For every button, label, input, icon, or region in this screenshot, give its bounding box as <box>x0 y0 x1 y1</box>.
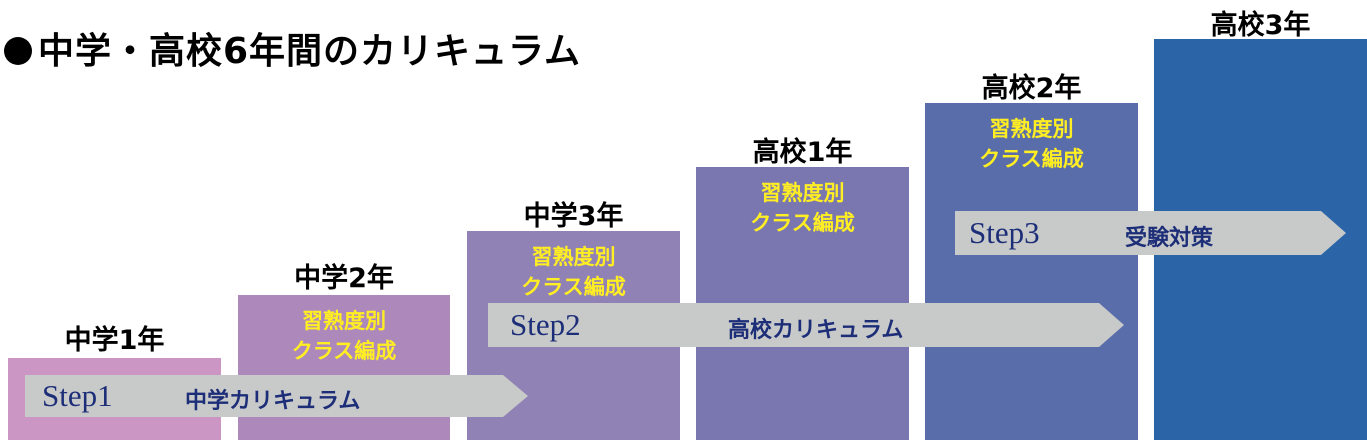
step2-arrow: Step2 高校カリキュラム <box>488 303 1125 347</box>
step-caption: 受験対策 <box>1125 226 1214 251</box>
note-line2: クラス編成 <box>750 211 855 235</box>
note-line1: 習熟度別 <box>760 181 845 205</box>
page-title: 中学・高校6年間のカリキュラム <box>4 22 581 74</box>
class-note-hs2: 習熟度別 クラス編成 <box>925 114 1138 174</box>
arrow-shape <box>25 375 528 417</box>
year-label-jh2: 中学2年 <box>294 263 394 294</box>
note-line1: 習熟度別 <box>989 117 1074 141</box>
step-caption: 高校カリキュラム <box>728 318 904 343</box>
note-line2: クラス編成 <box>291 339 397 363</box>
class-note-hs1: 習熟度別 クラス編成 <box>696 178 909 238</box>
step-label: Step3 <box>969 215 1040 250</box>
box-hs2 <box>925 103 1138 440</box>
arrow-shape <box>955 211 1346 255</box>
year-label-jh3: 中学3年 <box>523 201 624 232</box>
arrow-shape <box>488 303 1124 347</box>
step3-arrow: Step3 受験対策 <box>955 211 1347 255</box>
note-line2: クラス編成 <box>521 275 626 299</box>
step-label: Step2 <box>510 307 581 342</box>
class-note-jh3: 習熟度別 クラス編成 <box>467 242 680 302</box>
class-note-jh2: 習熟度別 クラス編成 <box>238 306 450 366</box>
note-line2: クラス編成 <box>979 147 1084 171</box>
step-label: Step1 <box>42 378 113 413</box>
bullet-icon <box>4 37 32 65</box>
year-label-jh1: 中学1年 <box>64 325 165 356</box>
year-label-hs1: 高校1年 <box>752 137 853 168</box>
note-line1: 習熟度別 <box>531 245 616 269</box>
title-text: 中学・高校6年間のカリキュラム <box>38 31 581 72</box>
year-label-hs2: 高校2年 <box>981 73 1082 104</box>
year-label-hs3: 高校3年 <box>1210 10 1311 41</box>
note-line1: 習熟度別 <box>302 309 386 333</box>
step1-arrow: Step1 中学カリキュラム <box>25 375 529 417</box>
step-caption: 中学カリキュラム <box>185 389 361 414</box>
